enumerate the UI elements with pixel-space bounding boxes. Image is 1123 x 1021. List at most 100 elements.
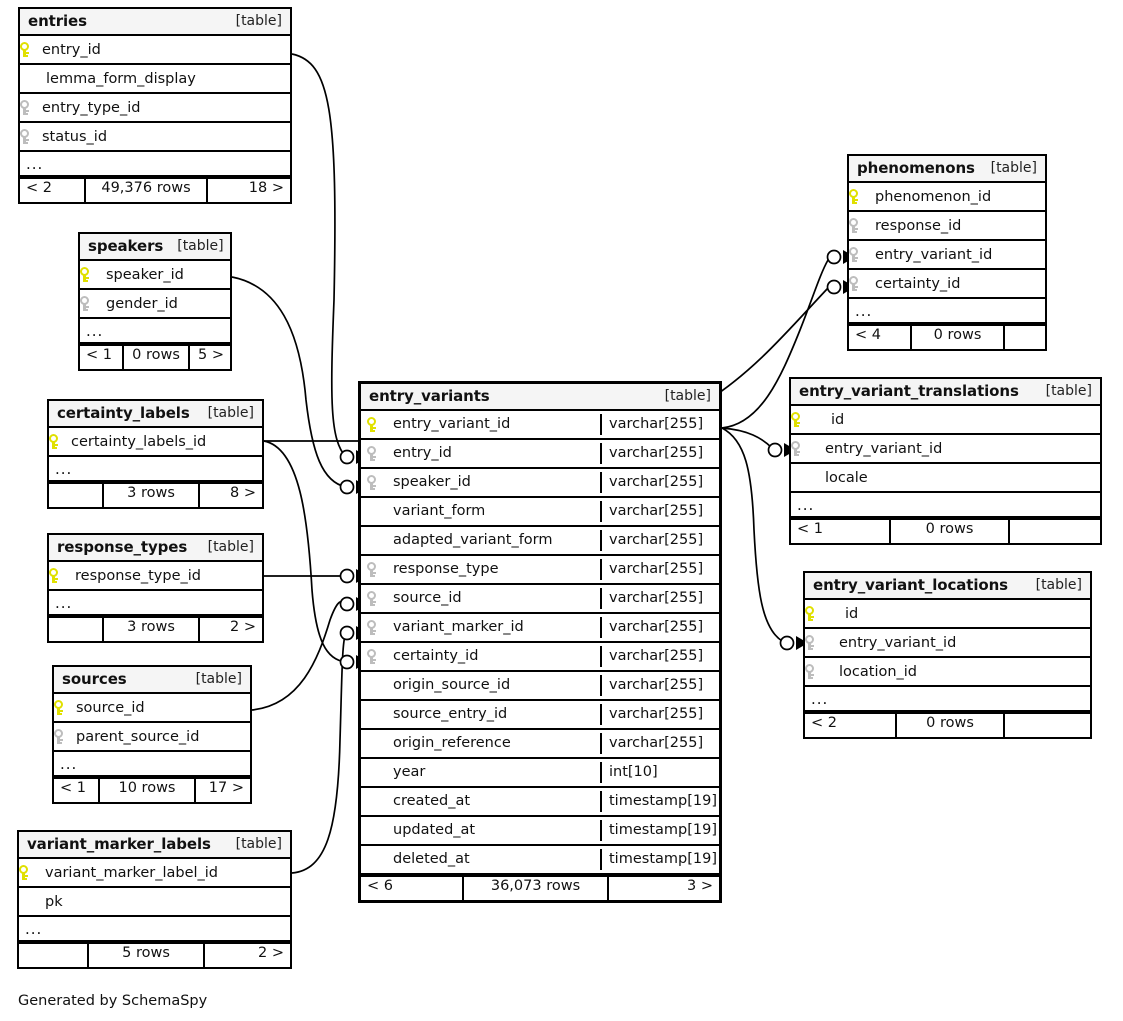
table-sources[interactable]: sources [table] source_id parent_source_… <box>52 665 252 804</box>
table-entry-variant-translations[interactable]: entry_variant_translations [table] id en… <box>789 377 1102 545</box>
column-name: speaker_id <box>393 474 471 490</box>
table-response-types[interactable]: response_types [table] response_type_id … <box>47 533 264 643</box>
column-type: int[10] <box>600 762 719 783</box>
primary-key-icon <box>20 42 42 57</box>
foreign-key-icon <box>367 445 393 461</box>
table-header: entry_variants [table] <box>361 384 719 411</box>
table-row: locale <box>791 464 1100 493</box>
foreign-key-icon <box>367 648 393 664</box>
children-count[interactable]: 18 > <box>248 180 284 196</box>
children-count[interactable]: 8 > <box>230 485 256 501</box>
more-columns-indicator: ... <box>805 687 1090 712</box>
table-header: response_types [table] <box>49 535 262 562</box>
more-columns-indicator: ... <box>20 152 290 177</box>
table-title: sources <box>62 670 127 688</box>
table-footer: < 1 10 rows 17 > <box>54 777 250 802</box>
column-type: varchar[255] <box>600 733 719 754</box>
children-count[interactable]: 2 > <box>230 619 256 635</box>
table-row: certainty_id <box>849 270 1045 299</box>
row-count: 5 rows <box>89 944 205 967</box>
table-header: variant_marker_labels [table] <box>19 832 290 859</box>
row-count: 0 rows <box>897 714 1005 737</box>
table-row: entry_variant_id <box>805 629 1090 658</box>
table-row: year int[10] <box>361 759 719 788</box>
table-footer: < 1 0 rows <box>791 518 1100 543</box>
parents-count[interactable]: < 1 <box>791 520 891 543</box>
table-type-tag: [table] <box>207 405 254 421</box>
primary-key-icon <box>849 189 875 204</box>
column-name: parent_source_id <box>76 728 200 745</box>
table-footer: < 4 0 rows <box>849 324 1045 349</box>
foreign-key-icon <box>367 474 393 490</box>
table-type-tag: [table] <box>990 160 1037 176</box>
table-type-tag: [table] <box>235 836 282 852</box>
parents-count[interactable]: < 4 <box>849 326 912 349</box>
parents-count[interactable] <box>19 944 89 967</box>
table-row: response_type_id <box>49 562 262 591</box>
children-count[interactable]: 5 > <box>198 347 224 363</box>
children-count[interactable]: 3 > <box>687 878 713 894</box>
parents-count[interactable]: < 1 <box>54 779 100 802</box>
column-type: timestamp[19] <box>600 849 719 870</box>
column-name: variant_marker_label_id <box>45 864 219 881</box>
children-count[interactable] <box>1005 714 1090 737</box>
table-footer: < 6 36,073 rows 3 > <box>361 875 719 900</box>
table-row: id <box>791 406 1100 435</box>
table-row: parent_source_id <box>54 723 250 752</box>
table-speakers[interactable]: speakers [table] speaker_id gender_id ..… <box>78 232 232 371</box>
table-entry-variant-locations[interactable]: entry_variant_locations [table] id entry… <box>803 571 1092 739</box>
parents-count[interactable]: < 1 <box>80 346 124 369</box>
primary-key-icon <box>54 700 76 715</box>
parents-count[interactable] <box>49 484 104 507</box>
table-footer: < 1 0 rows 5 > <box>80 344 230 369</box>
parents-count[interactable]: < 2 <box>805 714 897 737</box>
table-row: status_id <box>20 123 290 152</box>
column-name: phenomenon_id <box>875 188 992 205</box>
children-count[interactable] <box>1010 520 1100 543</box>
table-footer: < 2 49,376 rows 18 > <box>20 177 290 202</box>
parents-count[interactable] <box>49 618 104 641</box>
table-title: entry_variant_translations <box>799 382 1019 400</box>
foreign-key-icon <box>367 619 393 635</box>
column-name: source_id <box>76 699 145 716</box>
row-count: 3 rows <box>104 618 200 641</box>
primary-key-icon <box>805 606 831 621</box>
table-row: phenomenon_id <box>849 183 1045 212</box>
table-type-tag: [table] <box>177 238 224 254</box>
row-count: 49,376 rows <box>86 179 208 202</box>
table-footer: 3 rows 8 > <box>49 482 262 507</box>
column-name: year <box>393 764 426 780</box>
children-count[interactable] <box>1005 326 1045 349</box>
table-title: entry_variant_locations <box>813 576 1008 594</box>
column-name: response_id <box>875 217 962 234</box>
parents-count[interactable]: < 2 <box>20 179 86 202</box>
table-certainty-labels[interactable]: certainty_labels [table] certainty_label… <box>47 399 264 509</box>
column-name: entry_variant_id <box>839 634 957 651</box>
foreign-key-icon <box>20 100 42 115</box>
table-row: variant_marker_label_id <box>19 859 290 888</box>
table-variant-marker-labels[interactable]: variant_marker_labels [table] variant_ma… <box>17 830 292 969</box>
foreign-key-icon <box>54 729 76 744</box>
children-count[interactable]: 2 > <box>258 945 284 961</box>
children-count[interactable]: 17 > <box>208 780 244 796</box>
column-name: source_entry_id <box>393 706 508 722</box>
column-type: varchar[255] <box>600 617 719 638</box>
table-entries[interactable]: entries [table] entry_id lemma_form_disp… <box>18 7 292 204</box>
parents-count[interactable]: < 6 <box>361 877 464 900</box>
table-row: origin_reference varchar[255] <box>361 730 719 759</box>
foreign-key-icon <box>791 441 817 456</box>
table-title: speakers <box>88 237 164 255</box>
table-phenomenons[interactable]: phenomenons [table] phenomenon_id respon… <box>847 154 1047 351</box>
column-type: timestamp[19] <box>600 820 719 841</box>
table-title: response_types <box>57 538 188 556</box>
column-type: varchar[255] <box>600 646 719 667</box>
column-name: origin_reference <box>393 735 511 751</box>
